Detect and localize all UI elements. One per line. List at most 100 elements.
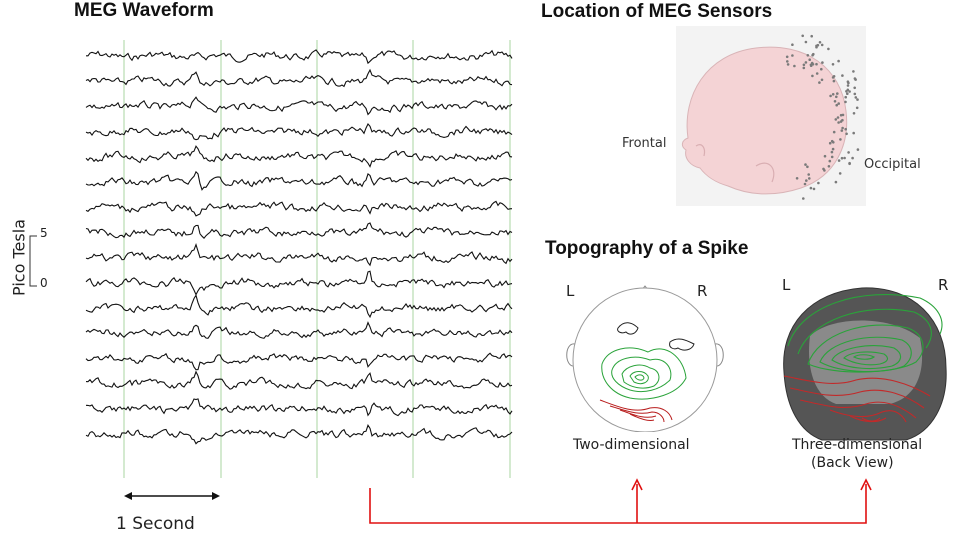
sensor-dot xyxy=(827,165,831,168)
sensor-dot xyxy=(815,72,819,75)
topo-2d-right-marker: R xyxy=(697,282,708,300)
channel-trace xyxy=(85,352,513,371)
sensor-dot xyxy=(831,147,835,151)
time-scale-bar xyxy=(124,492,220,500)
sensor-dot xyxy=(848,162,851,166)
topo-3d-caption-line1: Three-dimensional xyxy=(792,437,923,453)
sensor-dot xyxy=(795,177,799,180)
sensor-dot xyxy=(844,127,847,131)
head-model xyxy=(681,46,848,195)
sensor-dot xyxy=(832,130,836,134)
sensor-dot xyxy=(821,61,824,64)
sensor-dot xyxy=(846,80,850,83)
sensor-dot xyxy=(851,156,854,160)
sensor-dot xyxy=(841,126,844,130)
topo-2d-caption: Two-dimensional xyxy=(573,437,690,453)
sensor-dot xyxy=(837,59,840,63)
sensor-dot xyxy=(855,106,859,110)
sensor-dot xyxy=(811,74,814,78)
frontal-label: Frontal xyxy=(622,136,667,151)
sensor-dot xyxy=(848,90,851,93)
positive-contours-3d xyxy=(787,294,943,373)
sensor-dot xyxy=(809,186,813,190)
sensor-dot xyxy=(845,90,848,93)
sensor-dot xyxy=(836,92,839,95)
sensor-dot xyxy=(816,43,820,47)
sensor-dot xyxy=(815,62,818,66)
sensor-dot xyxy=(830,150,834,154)
sensor-dot xyxy=(846,84,850,87)
topography-3d-map xyxy=(783,287,947,441)
topography-title: Topography of a Spike xyxy=(545,238,749,259)
sensor-dot xyxy=(830,155,834,159)
sensor-dot xyxy=(809,63,813,67)
channel-trace xyxy=(85,96,513,116)
sensor-dot xyxy=(856,98,859,101)
sensor-dot xyxy=(837,159,841,162)
sensor-dot xyxy=(818,41,822,44)
sensor-dots xyxy=(785,34,860,200)
channel-trace xyxy=(85,200,513,217)
sensor-dot xyxy=(803,182,807,186)
sensor-dot xyxy=(853,92,857,96)
channel-trace xyxy=(85,170,513,191)
sensor-dot xyxy=(802,66,806,70)
channel-trace xyxy=(85,123,513,141)
sensor-dot xyxy=(786,60,789,63)
sensor-dot xyxy=(854,96,858,99)
waveform-title: MEG Waveform xyxy=(74,0,214,21)
sensor-dot xyxy=(810,34,813,38)
sensor-dot xyxy=(853,86,856,90)
topo-2d-left-marker: L xyxy=(566,282,575,300)
sensor-dot xyxy=(802,63,806,67)
scale-bottom-label: 0 xyxy=(40,276,48,290)
sensor-dot xyxy=(835,95,838,99)
time-bar-label: 1 Second xyxy=(116,514,195,534)
sensor-dot xyxy=(844,95,847,99)
sensor-dot xyxy=(832,141,835,144)
sensor-dot xyxy=(832,75,836,78)
sensor-dot xyxy=(836,116,840,119)
occipital-label: Occipital xyxy=(864,157,921,172)
sensor-dot xyxy=(831,63,835,66)
sensor-dot xyxy=(801,34,804,38)
sensor-dot xyxy=(823,154,827,158)
sensor-head-image xyxy=(676,26,866,206)
arrow-head-2d xyxy=(631,478,643,491)
topo-3d-caption-line2: (Back View) xyxy=(811,455,894,471)
sensor-dot xyxy=(840,129,844,132)
sensor-dot xyxy=(802,197,805,200)
sensor-dot xyxy=(852,70,855,73)
sensor-dot xyxy=(835,103,838,107)
sensor-dot xyxy=(839,113,843,117)
sensor-dot xyxy=(791,43,794,46)
topo-3d-left-marker: L xyxy=(782,276,791,294)
sensor-dot xyxy=(852,131,855,135)
sensor-dot xyxy=(834,180,838,184)
sensor-dot xyxy=(786,63,790,66)
channel-trace xyxy=(85,424,513,445)
channel-trace xyxy=(85,222,513,240)
sensor-dot xyxy=(839,138,842,141)
sensor-dot xyxy=(791,54,794,57)
sensor-dot xyxy=(840,156,844,160)
negative-contours xyxy=(599,399,673,423)
sensor-dot xyxy=(827,47,830,51)
sensor-dot xyxy=(808,177,811,180)
amplitude-scale-bracket xyxy=(29,235,37,287)
sensor-dot xyxy=(793,64,796,68)
arrow-head-3d xyxy=(860,478,872,491)
negative-contours-3d xyxy=(783,375,931,423)
sensor-dot xyxy=(856,148,860,151)
sensor-dot xyxy=(832,79,836,83)
channel-trace xyxy=(85,68,513,88)
sensor-dot xyxy=(831,93,835,96)
noise-contours xyxy=(617,322,695,351)
sensor-dot xyxy=(844,100,847,104)
scale-top-label: 5 xyxy=(40,226,48,240)
sensor-dot xyxy=(811,63,815,66)
head-ear-contour xyxy=(695,144,706,157)
sensor-dot xyxy=(845,132,848,136)
spike-to-topography-arrows xyxy=(369,478,872,524)
